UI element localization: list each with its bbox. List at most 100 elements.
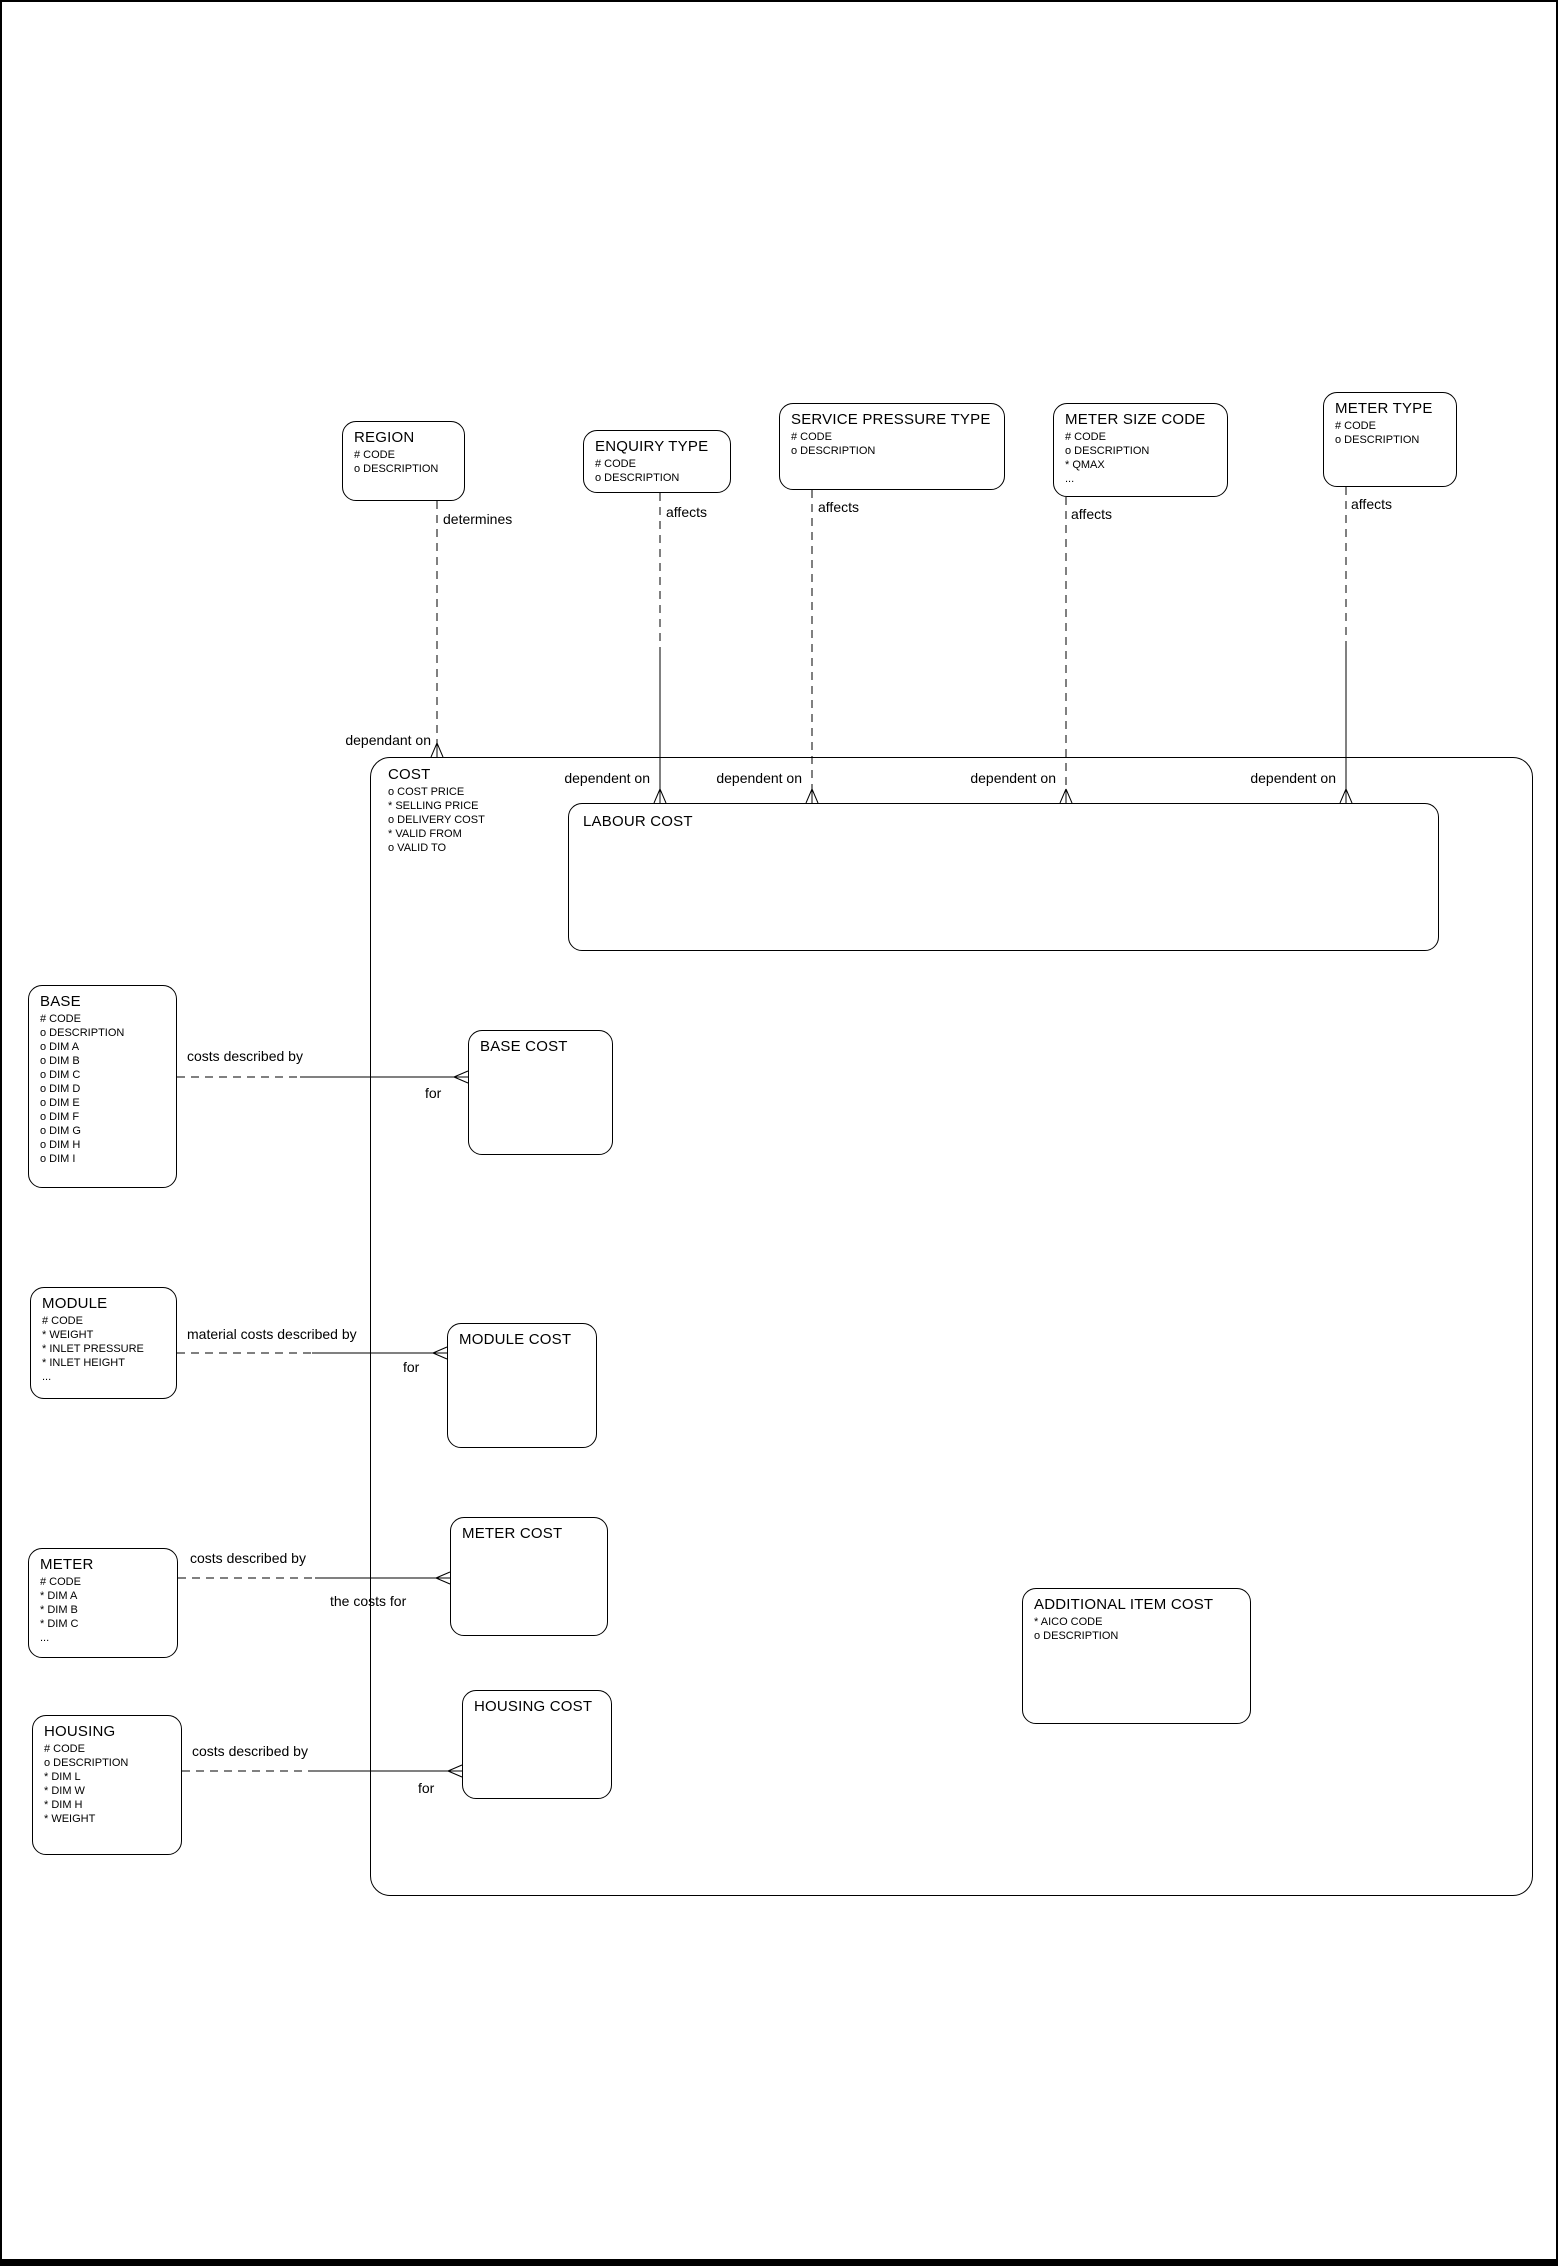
connector-meter-meter-cost [178, 1571, 451, 1585]
entity-enquiry-type[interactable]: ENQUIRY TYPE # CODE o DESCRIPTION [583, 430, 731, 493]
entity-title: LABOUR COST [583, 813, 693, 830]
entity-attribute: o DIM D [40, 1083, 81, 1095]
entity-title: HOUSING COST [474, 1698, 593, 1715]
entity-attribute: # CODE [40, 1576, 81, 1588]
entity-attribute: o DESCRIPTION [354, 463, 439, 475]
relationship-label-affects[interactable]: affects [1351, 496, 1392, 512]
connector-enquiry-labour-cost [653, 493, 667, 804]
entity-attribute: # CODE [1335, 420, 1376, 432]
entity-meter-type[interactable]: METER TYPE # CODE o DESCRIPTION [1323, 392, 1457, 487]
entity-attribute: o VALID TO [388, 842, 447, 854]
entity-attribute: o DIM E [40, 1097, 80, 1109]
relationship-label-dependent-on[interactable]: dependent on [564, 770, 650, 786]
entity-attribute: o DIM H [40, 1139, 81, 1151]
entity-attribute: o DESCRIPTION [40, 1027, 125, 1039]
entity-attribute: * AICO CODE [1034, 1616, 1103, 1628]
connector-meter-type-labour-cost [1339, 487, 1353, 804]
entity-base[interactable]: BASE # CODE o DESCRIPTION o DIM A o DIM … [28, 985, 177, 1188]
entity-attribute: ... [42, 1371, 52, 1383]
crow-foot-icon [653, 788, 667, 804]
entity-cost[interactable]: COST o COST PRICE * SELLING PRICE o DELI… [370, 757, 1533, 1896]
entity-title: METER COST [462, 1525, 563, 1542]
entity-attribute: # CODE [42, 1315, 83, 1327]
entity-attribute: # CODE [40, 1013, 81, 1025]
entity-attribute: # CODE [354, 449, 395, 461]
entity-meter-size-code[interactable]: METER SIZE CODE # CODE o DESCRIPTION * Q… [1053, 403, 1228, 497]
relationship-label-material-costs-described-by[interactable]: material costs described by [187, 1326, 357, 1342]
relationship-label-affects[interactable]: affects [818, 499, 859, 515]
entity-meter-cost[interactable]: METER COST [450, 1517, 608, 1636]
entity-attribute: ... [40, 1632, 50, 1644]
entity-module[interactable]: MODULE # CODE * WEIGHT * INLET PRESSURE … [30, 1287, 177, 1399]
entity-title: METER SIZE CODE [1065, 411, 1206, 428]
entity-attribute: * INLET PRESSURE [42, 1343, 144, 1355]
relationship-label-dependent-on[interactable]: dependent on [716, 770, 802, 786]
entity-attribute: * WEIGHT [44, 1813, 96, 1825]
crow-foot-icon [453, 1070, 469, 1084]
entity-attribute: o DIM G [40, 1125, 81, 1137]
relationship-label-the-costs-for[interactable]: the costs for [330, 1593, 407, 1609]
entity-attribute: * INLET HEIGHT [42, 1357, 125, 1369]
entity-title: ADDITIONAL ITEM COST [1034, 1596, 1214, 1613]
entity-title: MODULE COST [459, 1331, 572, 1348]
connector-housing-housing-cost [182, 1764, 463, 1778]
relationship-label-affects[interactable]: affects [666, 504, 707, 520]
entity-attribute: # CODE [44, 1743, 85, 1755]
entity-additional-item-cost[interactable]: ADDITIONAL ITEM COST * AICO CODE o DESCR… [1022, 1588, 1251, 1724]
entity-attribute: o DIM C [40, 1069, 81, 1081]
relationship-label-dependent-on[interactable]: dependent on [970, 770, 1056, 786]
entity-attribute: * DIM A [40, 1590, 78, 1602]
relationship-label-for[interactable]: for [425, 1085, 442, 1101]
relationship-label-for[interactable]: for [418, 1780, 435, 1796]
entity-attribute: # CODE [791, 431, 832, 443]
relationship-label-costs-described-by[interactable]: costs described by [190, 1550, 306, 1566]
entity-housing-cost[interactable]: HOUSING COST [462, 1690, 612, 1799]
entity-title: METER TYPE [1335, 400, 1433, 417]
crow-foot-icon [1339, 788, 1353, 804]
entity-title: BASE [40, 993, 81, 1010]
entity-attribute: * SELLING PRICE [388, 800, 479, 812]
relationship-label-affects[interactable]: affects [1071, 506, 1112, 522]
entity-attribute: o COST PRICE [388, 786, 465, 798]
entity-attribute: o DIM F [40, 1111, 80, 1123]
entity-title: MODULE [42, 1295, 108, 1312]
entity-title: COST [388, 766, 431, 783]
entity-region[interactable]: REGION # CODE o DESCRIPTION [342, 421, 465, 501]
entity-attribute: o DESCRIPTION [791, 445, 876, 457]
entity-service-pressure-type[interactable]: SERVICE PRESSURE TYPE # CODE o DESCRIPTI… [779, 403, 1005, 490]
relationship-label-determines[interactable]: determines [443, 511, 513, 527]
relationship-label-dependant-on[interactable]: dependant on [345, 732, 431, 748]
entity-attribute: o DESCRIPTION [44, 1757, 129, 1769]
entity-base-cost[interactable]: BASE COST [468, 1030, 613, 1155]
connector-meter-size-labour-cost [1059, 497, 1073, 804]
entity-labour-cost[interactable]: LABOUR COST [568, 803, 1439, 951]
entity-attribute: o DIM A [40, 1041, 80, 1053]
entity-attribute: * QMAX [1065, 459, 1105, 471]
entity-attribute: * VALID FROM [388, 828, 462, 840]
connector-service-pressure-labour-cost [805, 490, 819, 804]
relationship-label-costs-described-by[interactable]: costs described by [192, 1743, 308, 1759]
connector-region-cost [430, 501, 444, 758]
relationship-label-costs-described-by[interactable]: costs described by [187, 1048, 303, 1064]
entity-attribute: * DIM C [40, 1618, 79, 1630]
entity-meter[interactable]: METER # CODE * DIM A * DIM B * DIM C ... [28, 1548, 178, 1658]
entity-attribute: o DESCRIPTION [1034, 1630, 1119, 1642]
entity-attribute: # CODE [595, 458, 636, 470]
crow-foot-icon [805, 788, 819, 804]
entity-attribute: o DELIVERY COST [388, 814, 485, 826]
entity-attribute: o DIM B [40, 1055, 80, 1067]
entity-title: ENQUIRY TYPE [595, 438, 709, 455]
entity-attribute: * DIM W [44, 1785, 85, 1797]
relationship-label-dependent-on[interactable]: dependent on [1250, 770, 1336, 786]
entity-attribute: # CODE [1065, 431, 1106, 443]
crow-foot-icon [447, 1764, 463, 1778]
crow-foot-icon [430, 742, 444, 758]
relationship-label-for[interactable]: for [403, 1359, 420, 1375]
entity-housing[interactable]: HOUSING # CODE o DESCRIPTION * DIM L * D… [32, 1715, 182, 1855]
entity-title: BASE COST [480, 1038, 568, 1055]
entity-attribute: * DIM H [44, 1799, 83, 1811]
entity-module-cost[interactable]: MODULE COST [447, 1323, 597, 1448]
entity-attribute: o DESCRIPTION [1335, 434, 1420, 446]
crow-foot-icon [432, 1346, 448, 1360]
